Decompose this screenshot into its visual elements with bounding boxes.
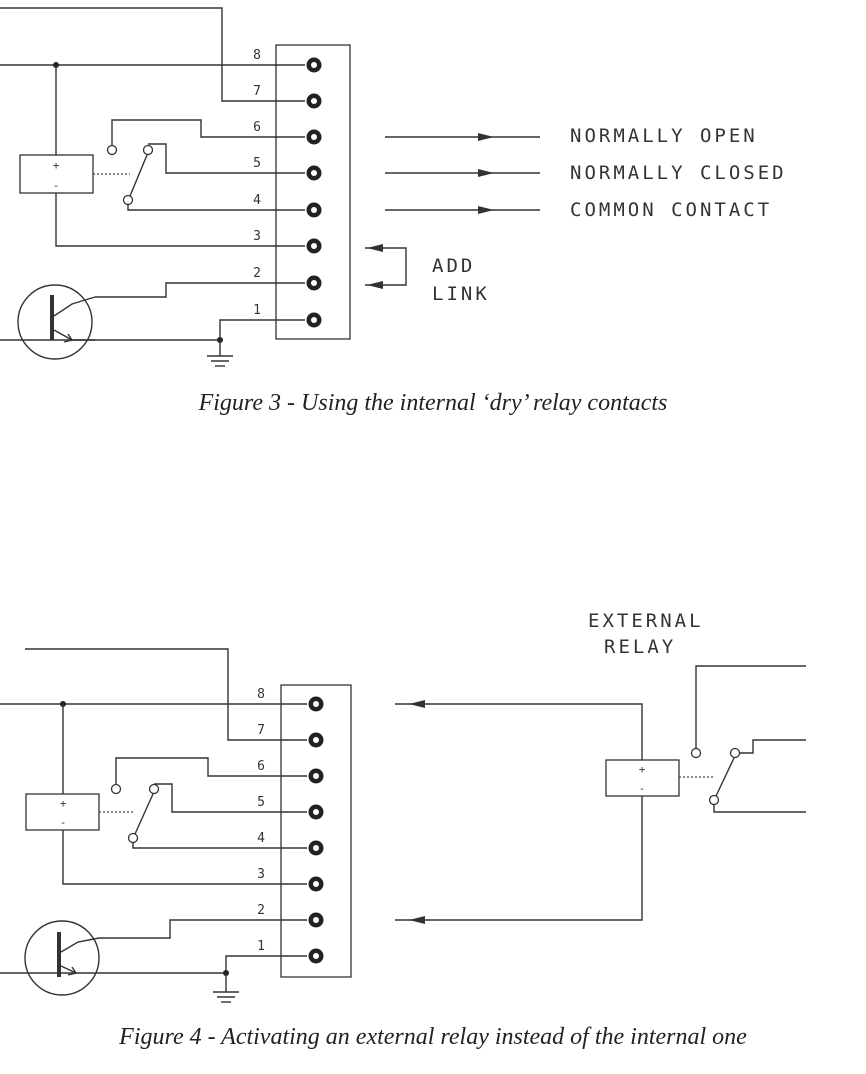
wire-terminal-6: [116, 758, 307, 784]
terminal-number: 2: [253, 266, 261, 281]
terminal-4-screw: [307, 203, 322, 218]
terminal-3-screw: [309, 877, 324, 892]
terminal-3-screw: [307, 239, 322, 254]
terminal-block: [281, 685, 351, 977]
terminal-number: 5: [257, 795, 265, 810]
terminal-block: [276, 45, 350, 339]
figure-4-diagram: 8 7 6 5 4 3 2 1 + -: [0, 610, 806, 1002]
add-link-bracket: [365, 244, 406, 289]
terminal-5-screw: [309, 805, 324, 820]
wire-terminal-1: [0, 320, 305, 340]
wire-terminal-1: [0, 956, 307, 973]
wire-terminal-2: [95, 283, 305, 297]
terminal-number: 6: [257, 759, 265, 774]
terminal-number: 2: [257, 903, 265, 918]
wire-to-relay-plus: [395, 704, 642, 760]
terminal-number: 5: [253, 156, 261, 171]
terminal-number: 4: [257, 831, 265, 846]
wire-terminal-3: [63, 830, 307, 884]
figure-3-caption: Figure 3 - Using the internal ‘dry’ rela…: [0, 390, 866, 417]
terminal-6-screw: [309, 769, 324, 784]
contact-common: [124, 196, 133, 205]
contact-nc: [150, 785, 159, 794]
coil-minus-symbol: -: [53, 179, 60, 192]
terminal-number: 6: [253, 120, 261, 135]
terminal-number: 4: [253, 193, 261, 208]
wire-terminal-3: [56, 193, 305, 246]
terminal-4-screw: [309, 841, 324, 856]
terminal-number: 8: [253, 48, 261, 63]
coil-plus-symbol: +: [639, 763, 646, 776]
contact-no: [112, 785, 121, 794]
terminal-7-screw: [307, 94, 322, 109]
terminal-2-screw: [307, 276, 322, 291]
label-normally-closed: NORMALLY CLOSED: [570, 162, 787, 184]
ground-symbol: [207, 340, 233, 366]
contact-nc: [731, 749, 740, 758]
wire-external-no: [696, 666, 806, 748]
figure-4-caption: Figure 4 - Activating an external relay …: [0, 1024, 866, 1051]
internal-relay: + -: [20, 146, 153, 205]
label-add: ADD: [432, 255, 475, 277]
terminal-number: 1: [253, 303, 261, 318]
terminal-number: 3: [253, 229, 261, 244]
terminal-8-screw: [307, 58, 322, 73]
contact-common: [710, 796, 719, 805]
contact-no: [108, 146, 117, 155]
external-relay: + -: [606, 666, 806, 812]
terminal-number: 3: [257, 867, 265, 882]
switch-arm: [130, 155, 147, 196]
terminal-1-screw: [307, 313, 322, 328]
transistor-symbol: [18, 285, 95, 359]
coil-plus-symbol: +: [53, 159, 60, 172]
wire-external-common: [714, 805, 806, 812]
label-common-contact: COMMON CONTACT: [570, 199, 772, 221]
figure-3-diagram: 8 7 6 5 4 3 2 1 + -: [0, 8, 787, 366]
terminal-2-screw: [309, 913, 324, 928]
terminal-5-screw: [307, 166, 322, 181]
switch-arm: [716, 758, 734, 796]
terminal-number: 7: [257, 723, 265, 738]
terminal-number: 8: [257, 687, 265, 702]
coil-minus-symbol: -: [60, 816, 67, 829]
terminal-number: 1: [257, 939, 265, 954]
contact-nc: [144, 146, 153, 155]
coil-minus-symbol: -: [639, 782, 646, 795]
terminal-number: 7: [253, 84, 261, 99]
terminal-1-screw: [309, 949, 324, 964]
external-wiring: [395, 700, 642, 924]
contact-no: [692, 749, 701, 758]
coil-plus-symbol: +: [60, 797, 67, 810]
terminal-6-screw: [307, 130, 322, 145]
transistor-symbol: [25, 921, 99, 995]
label-relay: RELAY: [604, 636, 676, 658]
wire-external-nc: [740, 740, 806, 753]
contact-common: [129, 834, 138, 843]
label-link: LINK: [432, 283, 490, 305]
switch-arm: [135, 794, 153, 834]
label-external: EXTERNAL: [588, 610, 704, 632]
label-normally-open: NORMALLY OPEN: [570, 125, 758, 147]
ground-symbol: [213, 973, 239, 1002]
output-arrows: [385, 133, 540, 214]
wire-to-relay-minus: [395, 796, 642, 920]
terminal-7-screw: [309, 733, 324, 748]
terminal-8-screw: [309, 697, 324, 712]
internal-relay: + -: [26, 785, 159, 843]
wire-terminal-2: [99, 920, 307, 938]
